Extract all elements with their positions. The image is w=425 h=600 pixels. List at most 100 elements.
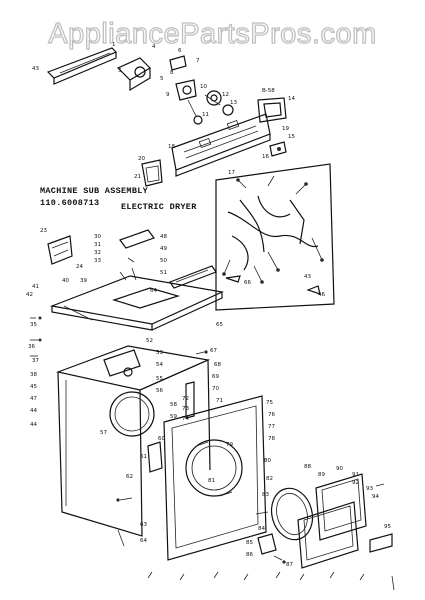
callout-7: 7 (196, 58, 200, 64)
callout-74: 74 (182, 416, 189, 422)
callout-66: 66 (244, 280, 251, 286)
callout-83: 83 (262, 492, 269, 498)
top-callouts: 43 2 1 4 3 5 6 7 8 9 10 11 12 13 14 15 1… (32, 41, 295, 180)
cabinet-side-hardware (116, 350, 208, 547)
callout-75: 75 (266, 400, 273, 406)
callout-21: 21 (134, 174, 141, 180)
callout-88: 88 (304, 464, 311, 470)
callout-84: 84 (258, 526, 265, 532)
callout-45: 45 (30, 384, 37, 390)
callout-20: 20 (138, 156, 145, 162)
door-hinge-hardware (255, 511, 286, 564)
callout-95: 95 (384, 524, 391, 530)
callout-68: 68 (214, 362, 221, 368)
callout-30: 30 (94, 234, 101, 240)
callout-57: 57 (100, 430, 107, 436)
callout-70: 70 (212, 386, 219, 392)
callout-86: 86 (246, 552, 253, 558)
callout-91: 91 (352, 472, 359, 478)
callout-48: 48 (160, 234, 167, 240)
callout-43a: 43 (32, 66, 39, 72)
body-callouts: 35 36 37 38 45 47 44 44 52 53 54 55 56 5… (28, 322, 223, 544)
callout-67: 67 (210, 348, 217, 354)
callout-33: 33 (94, 258, 101, 264)
callout-79: 79 (226, 442, 233, 448)
cabinet-body (55, 345, 211, 537)
control-knob-parts (204, 90, 234, 116)
front-panel (163, 395, 267, 561)
callout-8: 8 (170, 70, 174, 76)
callout-54: 54 (156, 362, 163, 368)
callout-92: 92 (352, 480, 359, 486)
callout-36: 36 (28, 344, 35, 350)
console-panel (171, 113, 271, 177)
middle-callouts: 30 31 32 33 48 49 50 51 64 23 24 42 41 4… (26, 228, 325, 328)
callout-19: 19 (282, 126, 289, 132)
callout-11: 11 (202, 112, 209, 118)
control-motor-part (116, 57, 151, 92)
callout-55: 55 (156, 376, 163, 382)
callout-32: 32 (94, 250, 101, 256)
top-panel-hardware (119, 229, 155, 281)
callout-62: 62 (126, 474, 133, 480)
model-number: 110.6008713 (40, 198, 100, 208)
callout-31: 31 (94, 242, 101, 248)
callout-64: 64 (150, 288, 157, 294)
callout-77: 77 (268, 424, 275, 430)
callout-51: 51 (160, 270, 167, 276)
callout-44a: 44 (30, 408, 37, 414)
callout-60: 60 (158, 436, 165, 442)
callout-43b: 43 (304, 274, 311, 280)
callout-94: 94 (372, 494, 379, 500)
callout-41: 41 (32, 284, 39, 290)
callout-65: 65 (216, 322, 223, 328)
callout-80: 80 (264, 458, 271, 464)
door-callouts: 75 76 77 78 79 80 81 82 83 84 85 86 87 8… (208, 400, 391, 568)
callout-49: 49 (160, 246, 167, 252)
callout-56: 56 (156, 388, 163, 394)
callout-90: 90 (336, 466, 343, 472)
callout-3: 3 (118, 68, 122, 74)
callout-93: 93 (366, 486, 373, 492)
callout-44b: 44 (30, 422, 37, 428)
top-trim-strip (46, 47, 118, 85)
callout-46: 46 (318, 292, 325, 298)
callout-47: 47 (30, 396, 37, 402)
switch-panel (257, 97, 287, 123)
callout-9: 9 (166, 92, 170, 98)
watermark-text: AppliancePartsPros.com (48, 17, 377, 50)
callout-40: 40 (62, 278, 69, 284)
callout-15: 15 (288, 134, 295, 140)
callout-52: 52 (146, 338, 153, 344)
switch-part-15 (269, 141, 287, 157)
bracket-23 (47, 235, 73, 265)
callout-13: 13 (230, 100, 237, 106)
wiring-harness-inset (215, 163, 335, 311)
callout-6: 6 (178, 48, 182, 54)
callout-16: 16 (262, 154, 269, 160)
appliance-type: ELECTRIC DRYER (121, 202, 197, 212)
callout-64b: 64 (140, 538, 147, 544)
assembly-title: MACHINE SUB ASSEMBLY (40, 186, 149, 196)
bottom-ticks (147, 571, 395, 591)
callout-4: 4 (152, 44, 156, 50)
callout-37: 37 (32, 358, 39, 364)
callout-35: 35 (30, 322, 37, 328)
callout-73: 73 (182, 406, 189, 412)
callout-85: 85 (246, 540, 253, 546)
callout-81: 81 (208, 478, 215, 484)
callout-24: 24 (76, 264, 83, 270)
callout-14: 14 (288, 96, 295, 102)
callout-b58: B-58 (262, 88, 275, 94)
cover-plate-20 (141, 159, 163, 187)
door-seal-ring (270, 487, 314, 541)
callout-82: 82 (266, 476, 273, 482)
callout-39: 39 (80, 278, 87, 284)
callout-12: 12 (222, 92, 229, 98)
callout-63: 63 (140, 522, 147, 528)
callout-2: 2 (70, 41, 74, 47)
lint-filter-64 (169, 265, 217, 289)
callout-59: 59 (170, 414, 177, 420)
callout-38: 38 (30, 372, 37, 378)
